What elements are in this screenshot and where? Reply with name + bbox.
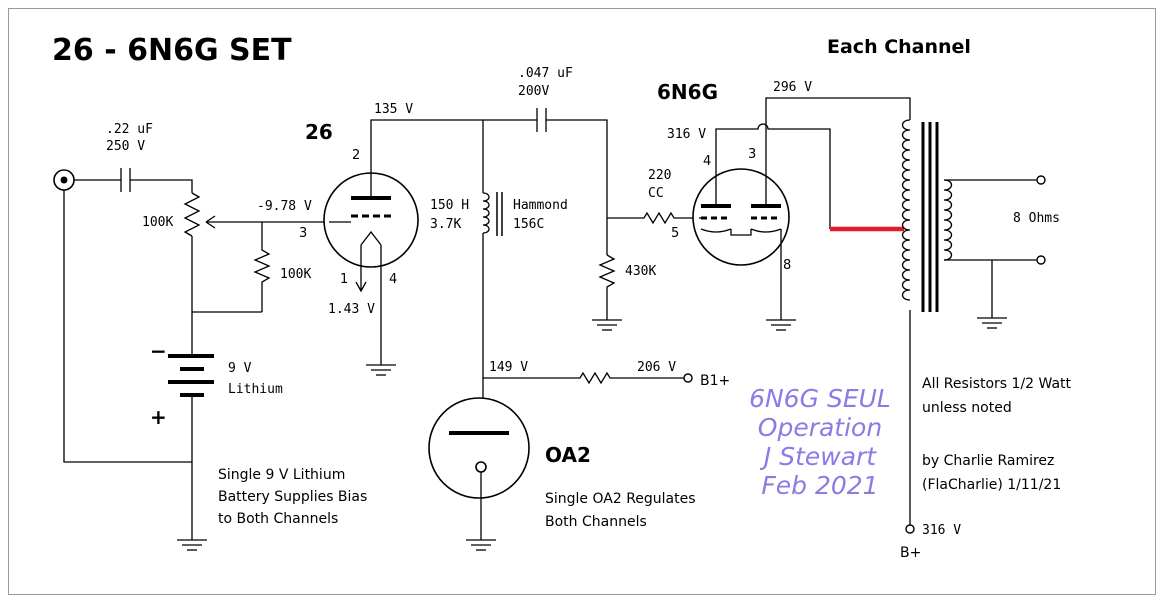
oa2-label: OA2: [545, 443, 591, 467]
tube-26-icon: [323, 172, 419, 268]
b1-terminal-icon: [683, 373, 693, 383]
oa2-note-line-2: Both Channels: [545, 514, 647, 530]
ground-icon: [366, 364, 396, 376]
pin-6n6g-5: 5: [671, 226, 679, 241]
choke-resistance: 3.7K: [430, 217, 461, 232]
cathode-26-voltage: 1.43 V: [328, 302, 375, 317]
battery-note-line-2: Battery Supplies Bias: [218, 489, 367, 505]
b-plus-label: B+: [900, 545, 921, 561]
ground-return-wire: [63, 190, 192, 463]
grid-resistor: [253, 222, 271, 312]
battery-minus-sign: −: [150, 339, 167, 363]
annotation-line-1: 6N6G SEUL: [749, 384, 891, 413]
pin-26-grid: 3: [299, 226, 307, 241]
coupling-cap-value: .047 uF: [518, 66, 573, 81]
input-capacitor: [120, 168, 131, 192]
ground-icon: [177, 539, 207, 551]
grid-stopper-value: 220: [648, 168, 671, 183]
pin-6n6g-8: 8: [783, 258, 791, 273]
tube-6n6g-icon: [692, 168, 790, 266]
choke-model: 156C: [513, 217, 544, 232]
grid-leak-resistor: [598, 254, 616, 320]
ground-icon: [766, 319, 796, 331]
volume-potentiometer: [183, 192, 238, 237]
pin-6n6g-3: 3: [748, 147, 756, 162]
ground-icon: [466, 539, 496, 551]
pin-26-filament-1: 1: [340, 272, 348, 287]
battery-type: Lithium: [228, 382, 283, 397]
choke-inductance: 150 H: [430, 198, 469, 213]
ground-icon: [977, 317, 1007, 329]
battery-plus-sign: +: [150, 405, 167, 429]
battery-voltage: 9 V: [228, 361, 252, 376]
annotation-line-3: J Stewart: [759, 442, 877, 471]
oa2-note-line-1: Single OA2 Regulates: [545, 491, 696, 507]
input-cap-voltage: 250 V: [106, 139, 145, 154]
plate-6n6g-voltage: 296 V: [773, 80, 812, 95]
resistor-note-line-1: All Resistors 1/2 Watt: [922, 376, 1072, 392]
oa2-tube-icon: [428, 397, 530, 499]
output-terminal-icon: [1036, 255, 1046, 265]
regulated-voltage: 149 V: [489, 360, 528, 375]
b1-voltage: 206 V: [637, 360, 676, 375]
pin-26-plate: 2: [352, 148, 360, 163]
annotation-line-4: Feb 2021: [761, 471, 878, 500]
output-transformer: [901, 119, 953, 312]
grid-leak-value: 430K: [625, 264, 656, 279]
coupling-capacitor: [536, 108, 547, 132]
input-cap-value: .22 uF: [106, 122, 153, 137]
pot-value: 100K: [142, 215, 173, 230]
pin-26-filament-4: 4: [389, 272, 397, 287]
author-line-1: by Charlie Ramirez: [922, 453, 1054, 469]
pin-6n6g-4: 4: [703, 154, 711, 169]
b-plus-terminal-icon: [905, 524, 915, 534]
b1-dropping-resistor: [483, 371, 684, 385]
tube-26-label: 26: [305, 120, 333, 144]
plate-26-wire: [370, 119, 483, 173]
input-jack-icon: [53, 169, 75, 191]
output-terminal-icon: [1036, 175, 1046, 185]
plate-choke-inductor: [482, 192, 503, 236]
author-line-2: (FlaCharlie) 1/11/21: [922, 477, 1061, 493]
b1-label: B1+: [700, 373, 730, 389]
output-load: 8 Ohms: [1013, 211, 1060, 226]
battery-note-line-3: to Both Channels: [218, 511, 338, 527]
grid-resistor-value: 100K: [280, 267, 311, 282]
plate-6n6g-wire: [765, 97, 911, 172]
grid-stopper-resistor: [607, 211, 699, 225]
tube-6n6g-label: 6N6G: [657, 80, 718, 104]
plate-26-voltage: 135 V: [374, 102, 413, 117]
screen-wire: [715, 123, 831, 229]
b-plus-voltage: 316 V: [922, 523, 961, 538]
grid-voltage: -9.78 V: [257, 199, 312, 214]
schematic-subtitle: Each Channel: [827, 36, 971, 58]
ground-icon: [592, 319, 622, 331]
choke-brand: Hammond: [513, 198, 568, 213]
screen-voltage: 316 V: [667, 127, 706, 142]
schematic-frame: [8, 8, 1156, 595]
annotation-line-2: Operation: [758, 413, 882, 442]
schematic-title: 26 - 6N6G SET: [52, 33, 292, 68]
bias-battery: [168, 354, 214, 397]
battery-note-line-1: Single 9 V Lithium: [218, 467, 345, 483]
grid-stopper-type: CC: [648, 186, 664, 201]
resistor-note-line-2: unless noted: [922, 400, 1012, 416]
coupling-cap-voltage: 200V: [518, 84, 549, 99]
